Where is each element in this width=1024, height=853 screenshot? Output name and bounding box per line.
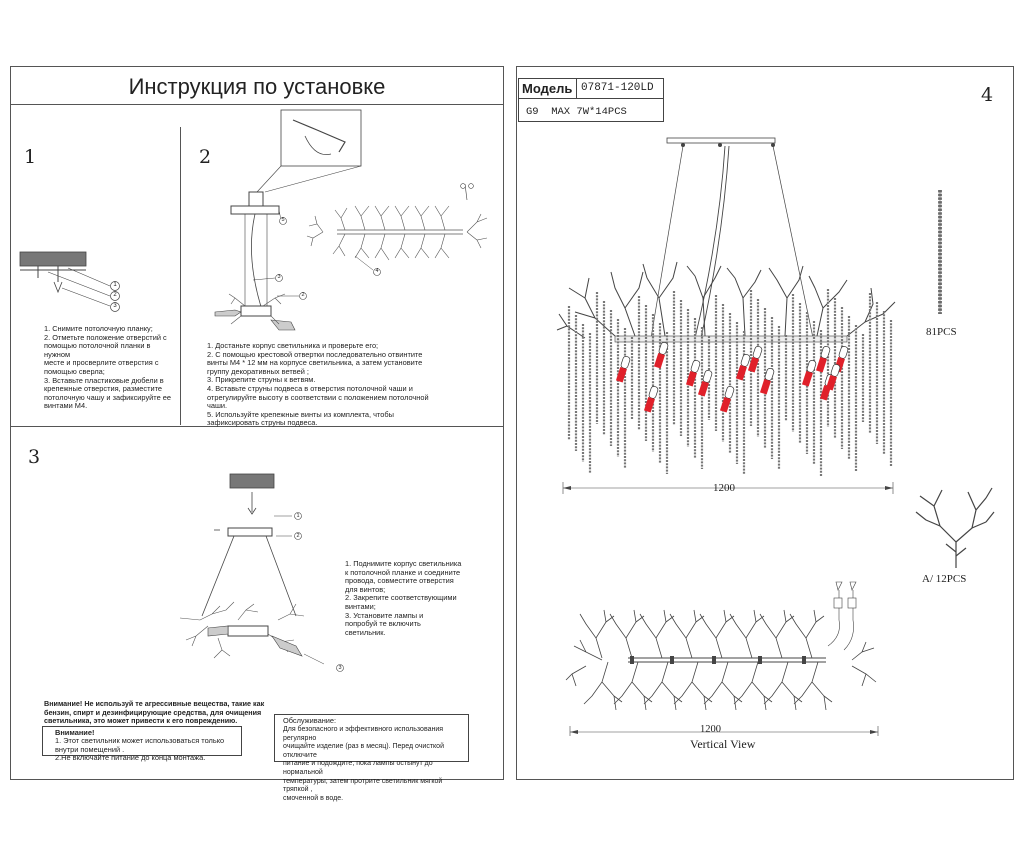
lamp-spec: G9 MAX 7W*14PCS: [526, 106, 627, 118]
step-2-callout-2: 2: [301, 292, 305, 298]
warning-box-title: Внимание!: [55, 728, 95, 737]
chandelier-front-view: [556, 137, 896, 494]
crystal-strand-detail: [938, 190, 942, 314]
left-page: [10, 66, 504, 780]
step-1-callout-2: 2: [113, 292, 117, 298]
model-label: Модель: [522, 81, 573, 96]
step-1-instructions: 1. Снимите потолочную планку; 2. Отметьт…: [44, 324, 171, 411]
service-box-text: Для безопасного и эффективного использов…: [283, 726, 444, 802]
crystal-count: 81PCS: [926, 326, 957, 338]
step-3-callout-1: 1: [296, 513, 300, 519]
step-3-callout-2: 2: [296, 533, 300, 539]
warning-box: Внимание! 1. Этот светильник может испол…: [42, 726, 242, 762]
page-number: 4: [981, 84, 994, 106]
step-3-instructions: 1. Поднимите корпус светильника к потоло…: [345, 559, 462, 637]
step-1-number: 1: [24, 146, 37, 168]
horizontal-divider: [10, 426, 504, 427]
step-1-diagram: [19, 251, 120, 312]
branch-count: A/ 12PCS: [922, 573, 967, 585]
step-2-callout-3: 3: [277, 274, 281, 280]
vertical-width-dimension: 1200: [700, 724, 721, 735]
warning-box-text: 1. Этот светильник может использоваться …: [55, 736, 225, 763]
service-box-title: Обслуживание:: [283, 716, 337, 725]
model-value: 07871-120LD: [581, 82, 654, 94]
step-2-callout-4: 4: [375, 268, 379, 274]
step-2-number: 2: [199, 146, 212, 168]
title-divider: [10, 104, 504, 105]
step-2-callout-5: 5: [281, 217, 285, 223]
model-table: Модель 07871-120LD G9 MAX 7W*14PCS: [518, 78, 664, 122]
service-box: Обслуживание: Для безопасного и эффектив…: [274, 714, 469, 802]
step-3-number: 3: [28, 446, 41, 468]
branch-detail: [915, 487, 995, 568]
step-2-diagram: [214, 109, 488, 331]
vertical-view-label: Vertical View: [690, 737, 756, 751]
right-page: [516, 66, 1014, 780]
step-1-callout-3: 3: [113, 303, 117, 309]
front-width-dimension: 1200: [713, 482, 735, 494]
warning-text: Внимание! Не используй те агрессивные ве…: [44, 699, 265, 726]
step-1-callout-1: 1: [113, 282, 117, 288]
page-title: Инструкция по установке: [128, 74, 386, 99]
step-3-diagram: [179, 473, 344, 672]
chandelier-vertical-view: [565, 581, 879, 736]
step-2-instructions: 1. Достаньте корпус светильника и провер…: [207, 341, 429, 428]
vertical-divider: [180, 127, 181, 425]
step-3-callout-3: 3: [338, 665, 342, 671]
